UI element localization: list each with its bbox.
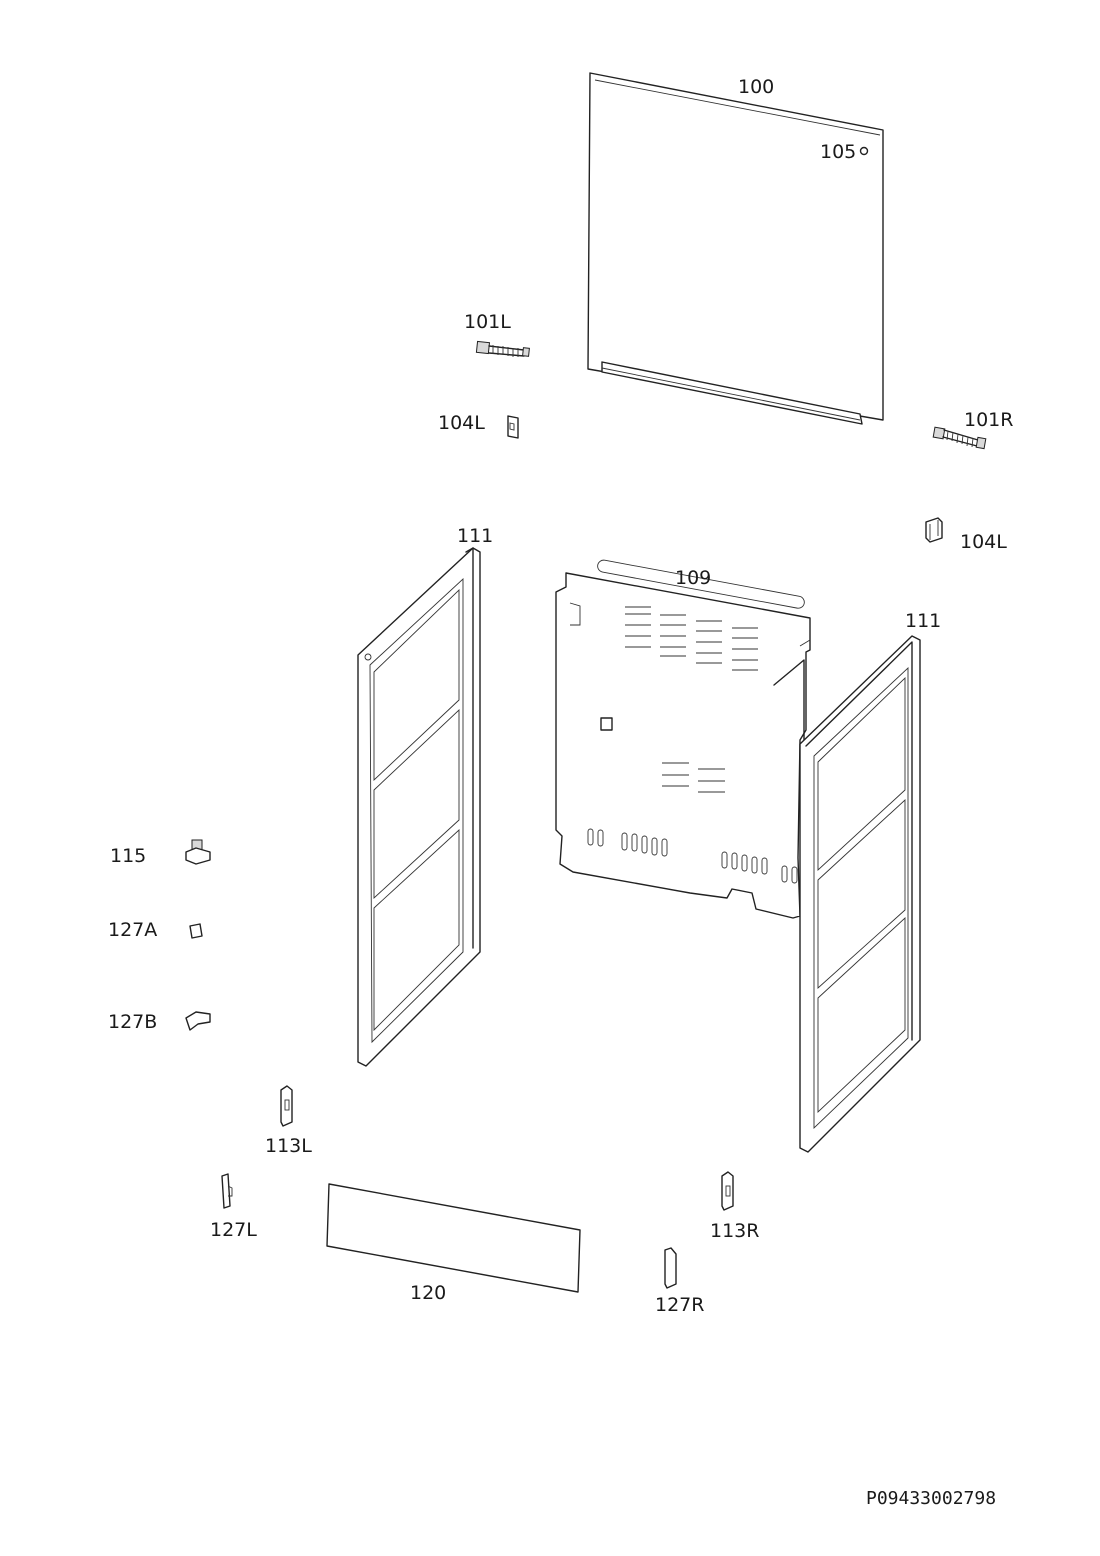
- callout-127a: 127A: [108, 919, 157, 941]
- plinth-120: [326, 1183, 581, 1293]
- callout-113r: 113R: [710, 1220, 759, 1242]
- bracket-113r: [721, 1171, 734, 1211]
- callout-111-right: 111: [905, 610, 941, 632]
- foot-115: [185, 839, 211, 865]
- callout-104l-right: 104L: [960, 531, 1007, 553]
- bracket-113l: [280, 1085, 293, 1127]
- clip-104l-right: [925, 517, 943, 543]
- callout-127l: 127L: [210, 1219, 257, 1241]
- callout-100: 100: [738, 76, 774, 98]
- hinge-101r: [932, 426, 987, 450]
- part-127l: [221, 1173, 233, 1209]
- callout-101r: 101R: [964, 409, 1013, 431]
- callout-113l: 113L: [265, 1135, 312, 1157]
- callout-104l-left: 104L: [438, 412, 485, 434]
- callout-115: 115: [110, 845, 146, 867]
- hinge-101l: [475, 340, 530, 357]
- callout-127b: 127B: [108, 1011, 157, 1033]
- clip-104l-left: [507, 415, 519, 439]
- callout-127r: 127R: [655, 1294, 704, 1316]
- back-panel-109: [555, 559, 811, 919]
- part-127a: [189, 923, 203, 939]
- callout-101l: 101L: [464, 311, 511, 333]
- part-127r: [664, 1247, 677, 1289]
- side-panel-111-right: [799, 635, 921, 1153]
- drawing-number: P09433002798: [866, 1488, 996, 1509]
- part-127b: [185, 1011, 211, 1031]
- callout-120: 120: [410, 1282, 446, 1304]
- hole-105-marker: [859, 146, 869, 156]
- callout-105: 105: [820, 141, 856, 163]
- glass-panel-100: [587, 72, 884, 425]
- callout-111-left: 111: [457, 525, 493, 547]
- side-panel-111-left: [357, 547, 481, 1067]
- callout-109: 109: [675, 567, 711, 589]
